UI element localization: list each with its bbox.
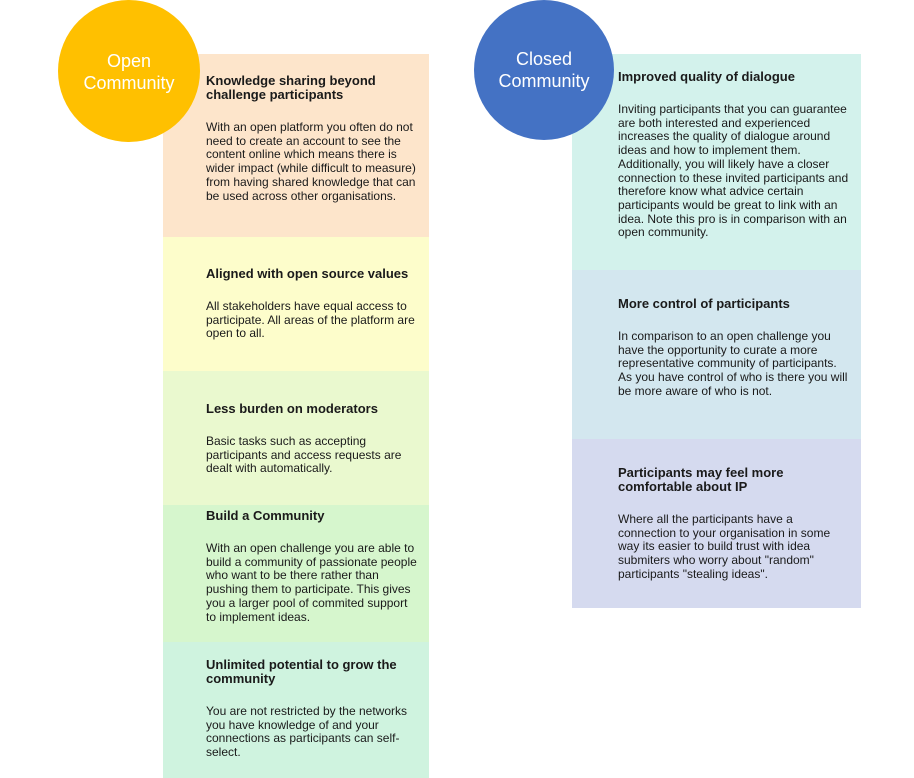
card-body: With an open platform you often do not n…: [206, 120, 416, 203]
card-title: Aligned with open source values: [206, 266, 409, 281]
open-card-grow-community: Unlimited potential to grow the communit…: [163, 642, 429, 778]
closed-community-circle: Closed Community: [474, 0, 614, 140]
open-community-circle: Open Community: [58, 0, 200, 142]
card-body: Basic tasks such as accepting participan…: [206, 434, 402, 476]
card-title: Participants may feel more comfortable a…: [618, 465, 784, 494]
open-card-open-source: Aligned with open source values All stak…: [163, 237, 429, 371]
card-title: Improved quality of dialogue: [618, 69, 795, 84]
closed-card-dialogue-quality: Improved quality of dialogue Inviting pa…: [572, 54, 861, 270]
card-body: All stakeholders have equal access to pa…: [206, 299, 415, 341]
open-card-build-community: Build a Community With an open challenge…: [163, 505, 429, 642]
open-card-moderators: Less burden on moderators Basic tasks su…: [163, 371, 429, 505]
card-title: Unlimited potential to grow the communit…: [206, 657, 397, 686]
card-title: Knowledge sharing beyond challenge parti…: [206, 73, 376, 102]
card-body: With an open challenge you are able to b…: [206, 541, 417, 624]
card-body: Where all the participants have a connec…: [618, 512, 831, 581]
card-body: Inviting participants that you can guara…: [618, 102, 849, 240]
card-body: In comparison to an open challenge you h…: [618, 329, 848, 398]
open-card-knowledge-sharing: Knowledge sharing beyond challenge parti…: [163, 54, 429, 237]
card-title: Build a Community: [206, 508, 325, 523]
closed-card-ip-comfort: Participants may feel more comfortable a…: [572, 439, 861, 608]
card-title: More control of participants: [618, 296, 790, 311]
closed-card-control: More control of participants In comparis…: [572, 270, 861, 439]
card-body: You are not restricted by the networks y…: [206, 704, 407, 760]
card-title: Less burden on moderators: [206, 401, 378, 416]
